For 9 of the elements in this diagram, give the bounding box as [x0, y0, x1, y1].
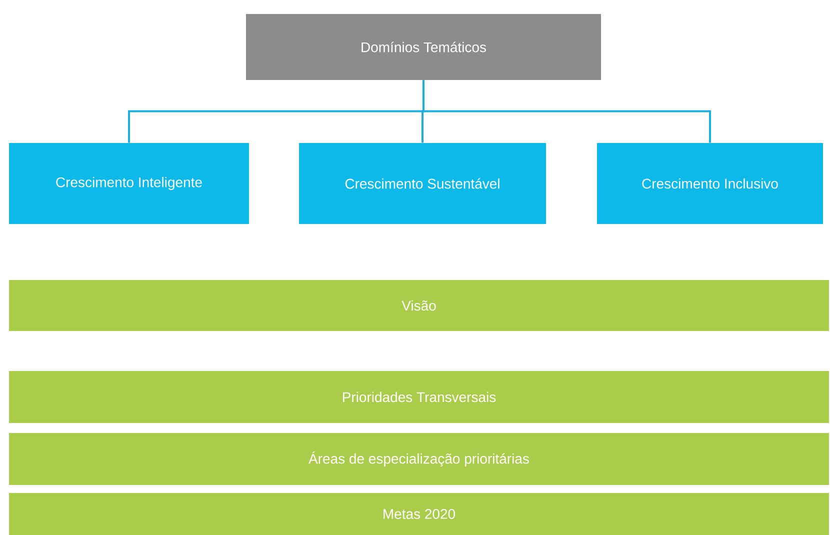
band: Metas 2020 — [9, 493, 829, 535]
band: Visão — [9, 280, 829, 331]
band: Áreas de especialização prioritárias — [9, 433, 829, 485]
connector-line — [422, 80, 711, 143]
category-box: Crescimento Sustentável — [299, 143, 546, 224]
heading-box: Domínios Temáticos — [246, 14, 601, 80]
category-box: Crescimento Inteligente — [9, 143, 249, 224]
category-box: Crescimento Inclusivo — [597, 143, 823, 224]
band: Prioridades Transversais — [9, 371, 829, 423]
